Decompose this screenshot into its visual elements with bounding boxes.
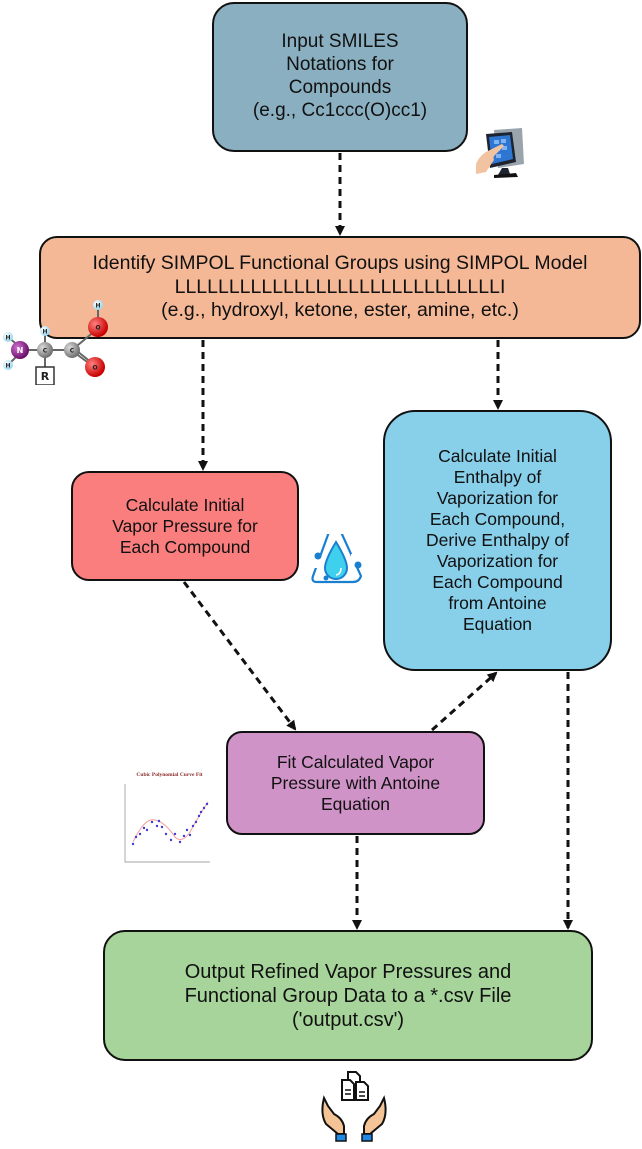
node-text: Fit Calculated Vapor bbox=[276, 751, 435, 772]
node-text: Output Refined Vapor Pressures and bbox=[184, 960, 512, 983]
node-text: Vapor Pressure for bbox=[112, 515, 258, 536]
touchscreen-terminal-icon bbox=[476, 128, 524, 178]
node-text: from Antoine bbox=[448, 593, 547, 613]
edge-fit-enthalpy bbox=[431, 671, 498, 732]
curve-fit-title: Cubic Polynomial Curve Fit bbox=[136, 772, 203, 778]
node-text: Enthalpy of bbox=[453, 467, 542, 487]
node-text: Notations for bbox=[286, 54, 394, 76]
node-fit-antoine: Fit Calculated Vapor Pressure with Antoi… bbox=[226, 731, 485, 835]
atom-label: C bbox=[43, 348, 48, 355]
node-calculate-enthalpy: Calculate Initial Enthalpy of Vaporizati… bbox=[383, 410, 612, 671]
node-text: ('output.csv') bbox=[291, 1008, 405, 1031]
node-text: Each Compound bbox=[119, 536, 251, 557]
node-calculate-vapor-pressure: Calculate Initial Vapor Pressure for Eac… bbox=[71, 471, 299, 581]
curve-fit-thumbnail: Cubic Polynomial Curve Fit bbox=[120, 772, 215, 867]
node-text: Functional Group Data to a *.csv File bbox=[184, 984, 512, 1007]
node-text: Calculate Initial bbox=[125, 494, 245, 515]
node-text: Each Compound bbox=[432, 572, 563, 592]
atom-label: H bbox=[5, 363, 10, 370]
node-text: Calculate Initial bbox=[438, 446, 557, 466]
node-text: Identify SIMPOL Functional Groups using … bbox=[92, 252, 588, 275]
node-text: (e.g., Cc1ccc(O)cc1) bbox=[252, 99, 428, 121]
curve-fit-plot bbox=[124, 784, 210, 863]
atom-label: N bbox=[17, 346, 24, 355]
node-text: Equation bbox=[462, 614, 533, 634]
node-text: (e.g., hydroxyl, ketone, ester, amine, e… bbox=[161, 299, 519, 322]
node-text: Vaporization for bbox=[436, 488, 559, 508]
node-text: Pressure with Antoine bbox=[270, 772, 441, 793]
node-text: Compounds bbox=[288, 77, 392, 98]
atom-label: O bbox=[92, 365, 97, 372]
node-text: Equation bbox=[320, 793, 391, 814]
atom-label: H bbox=[95, 303, 100, 310]
atom-label: H bbox=[5, 335, 10, 342]
hands-holding-documents-icon bbox=[321, 1071, 387, 1142]
node-identify-simpol-groups: Identify SIMPOL Functional Groups using … bbox=[39, 236, 641, 339]
atom-label: R bbox=[41, 370, 50, 383]
atom-label: O bbox=[95, 325, 100, 332]
node-input-smiles: Input SMILES Notations for Compounds (e.… bbox=[212, 2, 468, 152]
water-droplet-icon bbox=[311, 524, 363, 584]
amino-acid-molecule-icon: H H N H C C O H O R bbox=[3, 300, 108, 385]
node-text: Input SMILES bbox=[281, 31, 399, 53]
node-text: Derive Enthalpy of bbox=[426, 530, 569, 550]
node-text: LLLLLLLLLLLLLLLLLLLLLLLLLLLLLLI bbox=[174, 275, 506, 298]
atom-label: H bbox=[42, 329, 47, 336]
node-text: Each Compound, bbox=[429, 509, 566, 529]
atom-label: C bbox=[70, 348, 75, 355]
edge-vp-fit bbox=[182, 581, 297, 731]
node-output-csv: Output Refined Vapor Pressures and Funct… bbox=[103, 930, 593, 1061]
node-text: Vaporization for bbox=[436, 551, 559, 571]
